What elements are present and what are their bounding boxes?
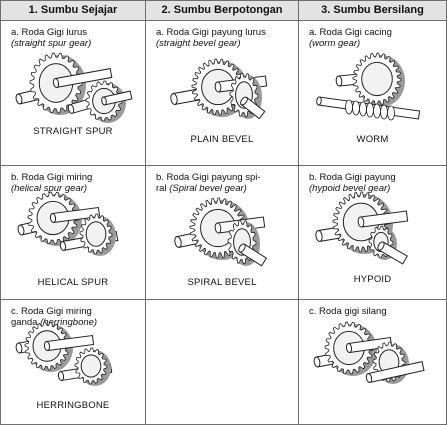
shaft — [357, 210, 409, 228]
row-divider — [1, 299, 446, 300]
cell-label: b. Roda Gigi payung spi-ral (Spiral beve… — [156, 172, 261, 194]
row-divider — [1, 165, 446, 166]
gear-name: HYPOID — [353, 274, 392, 285]
shaft — [43, 334, 95, 352]
shaft — [238, 243, 268, 267]
shaft — [240, 96, 266, 120]
cell-label: b. Roda Gigi payung(hypoid bevel gear) — [309, 172, 396, 194]
straight-spur-gear-illustration — [15, 52, 133, 123]
shaft — [49, 206, 101, 224]
hypoid-gear-illustration — [315, 191, 409, 265]
cell-straight-spur: a. Roda Gigi lurus(straight spur gear) S… — [1, 21, 145, 165]
shaft — [365, 361, 425, 383]
cell-hypoid: b. Roda Gigi payung(hypoid bevel gear) H… — [299, 166, 446, 299]
cell-label: a. Roda Gigi cacing(worm gear) — [309, 27, 392, 49]
shaft — [101, 90, 133, 106]
gear-name: PLAIN BEVEL — [190, 134, 254, 145]
small-helical-gear — [79, 213, 116, 256]
header-sumbu-bersilang: 3. Sumbu Bersilang — [299, 1, 446, 21]
cell-worm: a. Roda Gigi cacing(worm gear) WORM — [299, 21, 446, 165]
cell-label: b. Roda Gigi miring(helical spur gear) — [11, 172, 93, 194]
shaft — [377, 241, 408, 265]
cell-label: a. Roda Gigi payung lurus(straight bevel… — [156, 27, 266, 49]
cell-crossed-helical: c. Roda gigi silang — [299, 300, 446, 424]
gear-name: HELICAL SPUR — [37, 277, 109, 288]
column-divider — [145, 1, 146, 424]
cell-empty — [146, 300, 298, 424]
herringbone-gear-illustration — [15, 321, 113, 386]
gear-name: SPIRAL BEVEL — [187, 277, 257, 288]
cell-spiral-bevel: b. Roda Gigi payung spi-ral (Spiral beve… — [146, 166, 298, 299]
column-divider — [298, 1, 299, 424]
spiral-bevel-gear-illustration — [174, 197, 268, 267]
cell-label: c. Roda gigi silang — [309, 306, 387, 317]
worm-gear-illustration — [316, 52, 421, 121]
worm-wheel — [352, 52, 405, 107]
helical-spur-gear-illustration — [17, 191, 119, 256]
worm-screw — [345, 99, 395, 121]
gear-name: STRAIGHT SPUR — [33, 126, 113, 137]
gear-name: HERRINGBONE — [36, 400, 110, 411]
crossed-helical-gear-illustration — [313, 321, 425, 384]
shaft — [52, 67, 113, 89]
cell-helical-spur: b. Roda Gigi miring(helical spur gear) H… — [1, 166, 145, 299]
header-sumbu-sejajar: 1. Sumbu Sejajar — [1, 1, 145, 21]
small-herringbone-gear — [74, 347, 111, 386]
cell-label: a. Roda Gigi lurus(straight spur gear) — [11, 27, 92, 49]
cell-plain-bevel: a. Roda Gigi payung lurus(straight bevel… — [146, 21, 298, 165]
gear-name: WORM — [356, 134, 389, 145]
plain-bevel-gear-illustration — [170, 58, 268, 120]
header-sumbu-berpotongan: 2. Sumbu Berpotongan — [146, 1, 298, 21]
